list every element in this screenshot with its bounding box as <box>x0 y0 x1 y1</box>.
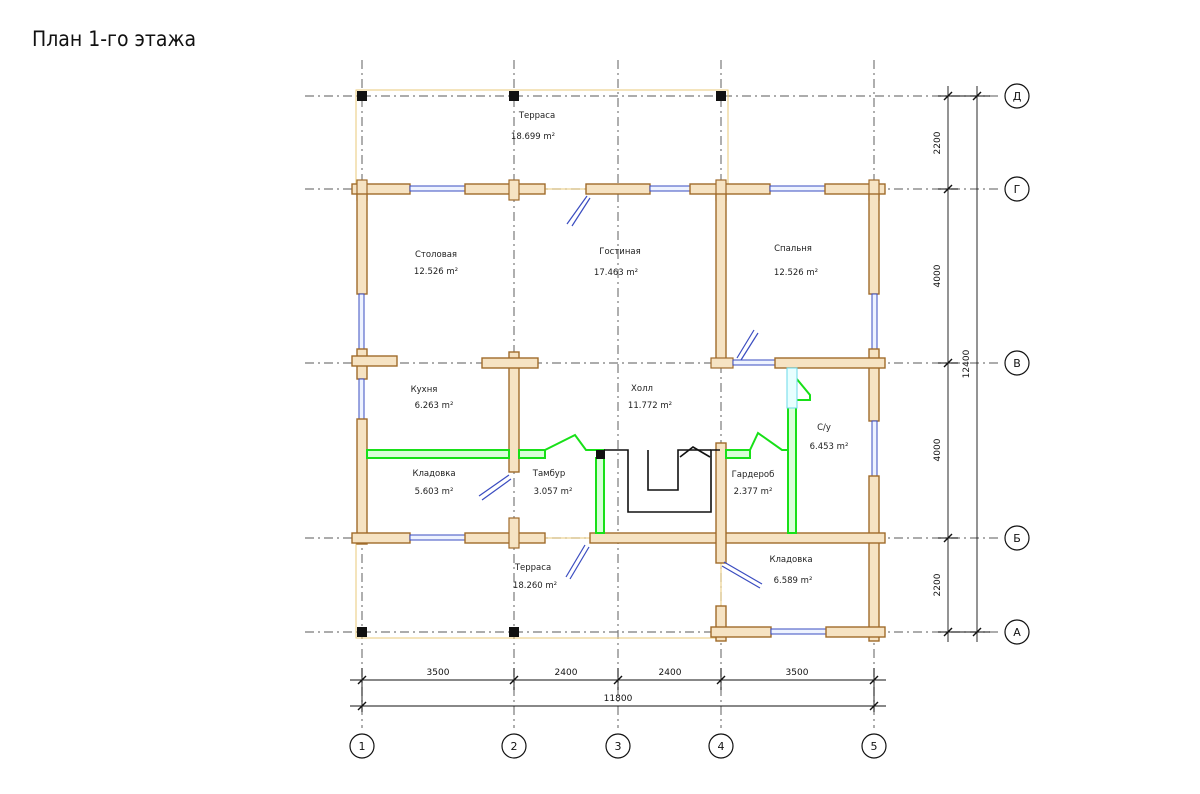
log-walls <box>351 179 886 642</box>
room-labels: Терраса 18.699 m² Столовая 12.526 m² Гос… <box>411 111 849 591</box>
axis-label-G: Г <box>1014 183 1021 196</box>
axis-label-B: Б <box>1013 532 1021 545</box>
room-area-bedroom: 12.526 m² <box>774 268 818 278</box>
axis-label-5: 5 <box>871 740 878 753</box>
dim-right-total: 12400 <box>962 349 972 378</box>
room-area-terrace-top: 18.699 m² <box>511 132 555 142</box>
room-name-bathroom: С/у <box>817 423 831 433</box>
room-name-terrace-bottom: Терраса <box>514 563 551 573</box>
room-name-pantry-right: Кладовка <box>769 555 812 565</box>
dim-right-3: 4000 <box>933 438 943 461</box>
dim-bottom-4: 3500 <box>786 668 809 678</box>
axis-label-4: 4 <box>718 740 725 753</box>
dim-right-1: 2200 <box>933 131 943 154</box>
axis-markers-horizontal <box>1004 83 1030 645</box>
plan-title: План 1-го этажа <box>32 27 196 51</box>
terrace-outlines <box>355 89 729 639</box>
room-name-terrace-top: Терраса <box>518 111 555 121</box>
axis-label-1: 1 <box>359 740 366 753</box>
dim-bottom-total: 11800 <box>604 694 633 704</box>
partitions <box>366 367 811 534</box>
room-name-bedroom: Спальня <box>774 244 812 254</box>
stairs <box>604 446 720 513</box>
room-name-wardrobe: Гардероб <box>732 470 775 480</box>
room-name-living: Гостиная <box>599 247 640 257</box>
axis-markers-vertical <box>349 733 887 759</box>
dimensions-right: 2200 4000 4000 2200 12400 <box>933 86 990 642</box>
axis-label-2: 2 <box>511 740 518 753</box>
dim-right-4: 2200 <box>933 573 943 596</box>
room-name-dining: Столовая <box>415 250 457 260</box>
room-area-terrace-bottom: 18.260 m² <box>513 581 557 591</box>
room-area-pantry-left: 5.603 m² <box>415 487 454 497</box>
room-area-bathroom: 6.453 m² <box>810 442 849 452</box>
room-area-pantry-right: 6.589 m² <box>774 576 813 586</box>
room-name-vestibule: Тамбур <box>532 469 565 479</box>
room-area-hall: 11.772 m² <box>628 401 672 411</box>
grid-lines <box>305 60 1000 728</box>
dim-bottom-1: 3500 <box>427 668 450 678</box>
dim-right-2: 4000 <box>933 264 943 287</box>
columns <box>357 91 726 637</box>
doors <box>478 195 763 589</box>
room-area-vestibule: 3.057 m² <box>534 487 573 497</box>
room-area-wardrobe: 2.377 m² <box>734 487 773 497</box>
room-area-dining: 12.526 m² <box>414 267 458 277</box>
axis-label-3: 3 <box>615 740 622 753</box>
room-area-living: 17.463 m² <box>594 268 638 278</box>
room-name-pantry-left: Кладовка <box>412 469 455 479</box>
dim-bottom-3: 2400 <box>659 668 682 678</box>
axis-label-A: А <box>1013 626 1021 639</box>
room-area-kitchen: 6.263 m² <box>415 401 454 411</box>
room-name-kitchen: Кухня <box>411 385 438 395</box>
axis-label-D: Д <box>1013 90 1022 103</box>
room-name-hall: Холл <box>631 384 653 394</box>
dimensions-bottom: 3500 2400 2400 3500 11800 <box>350 668 886 712</box>
dim-bottom-2: 2400 <box>555 668 578 678</box>
axis-label-V: В <box>1013 357 1021 370</box>
